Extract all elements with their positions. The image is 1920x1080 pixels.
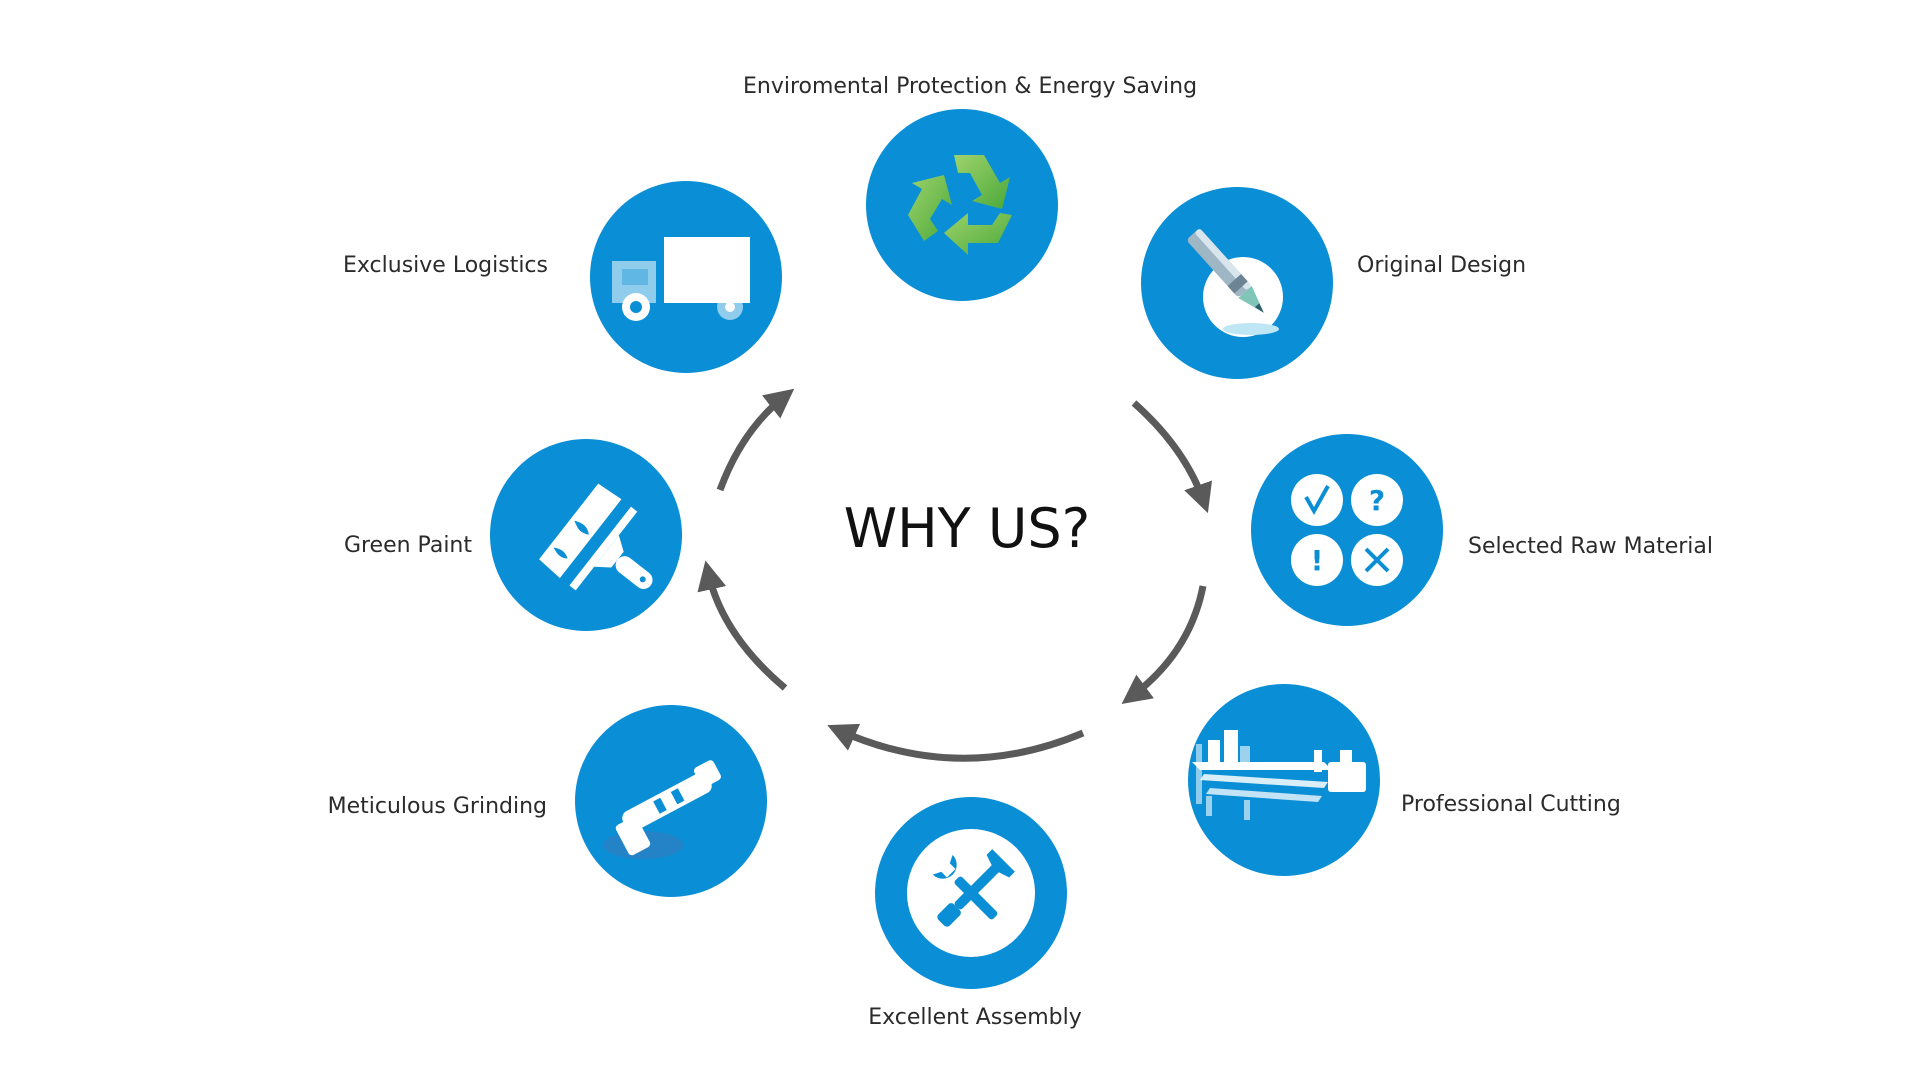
step-label: Green Paint: [344, 533, 472, 558]
svg-text:?: ?: [1369, 484, 1385, 517]
paint-brush-icon: [539, 483, 653, 591]
step-label: Professional Cutting: [1401, 792, 1621, 817]
step-label: Original Design: [1357, 253, 1526, 278]
step-selected-raw-material: ? ! Selected Raw Material: [1251, 434, 1713, 626]
arrow-4: [697, 560, 788, 691]
step-label: Exclusive Logistics: [343, 253, 548, 278]
step-label: Meticulous Grinding: [328, 794, 547, 819]
recycle-icon: [908, 155, 1012, 255]
tools-icon: [907, 829, 1035, 957]
step-circle: [866, 109, 1058, 301]
step-environmental-protection: Enviromental Protection & Energy Saving: [743, 74, 1197, 301]
arrow-1: [1131, 400, 1213, 514]
cycle-arrows: [697, 388, 1213, 762]
step-excellent-assembly: Excellent Assembly: [868, 797, 1082, 1030]
svg-text:!: !: [1311, 544, 1324, 577]
pen-icon: [1187, 229, 1283, 337]
step-circle: [1251, 434, 1443, 626]
step-label: Selected Raw Material: [1468, 534, 1713, 559]
arrow-5: [716, 388, 795, 492]
step-label: Enviromental Protection & Energy Saving: [743, 74, 1197, 99]
truck-icon: [612, 237, 750, 321]
cutting-machine-icon: [1192, 730, 1366, 820]
step-exclusive-logistics: Exclusive Logistics: [343, 181, 782, 373]
step-label: Excellent Assembly: [868, 1005, 1082, 1030]
step-original-design: Original Design: [1141, 187, 1526, 379]
arrow-2: [1121, 585, 1207, 705]
center-title: WHY US?: [844, 497, 1091, 560]
step-professional-cutting: Professional Cutting: [1188, 684, 1621, 876]
grinder-icon: [603, 760, 721, 859]
arrow-3: [827, 723, 1085, 762]
checklist-icon: ? !: [1291, 474, 1403, 586]
step-meticulous-grinding: Meticulous Grinding: [328, 705, 767, 897]
step-green-paint: Green Paint: [344, 439, 682, 631]
